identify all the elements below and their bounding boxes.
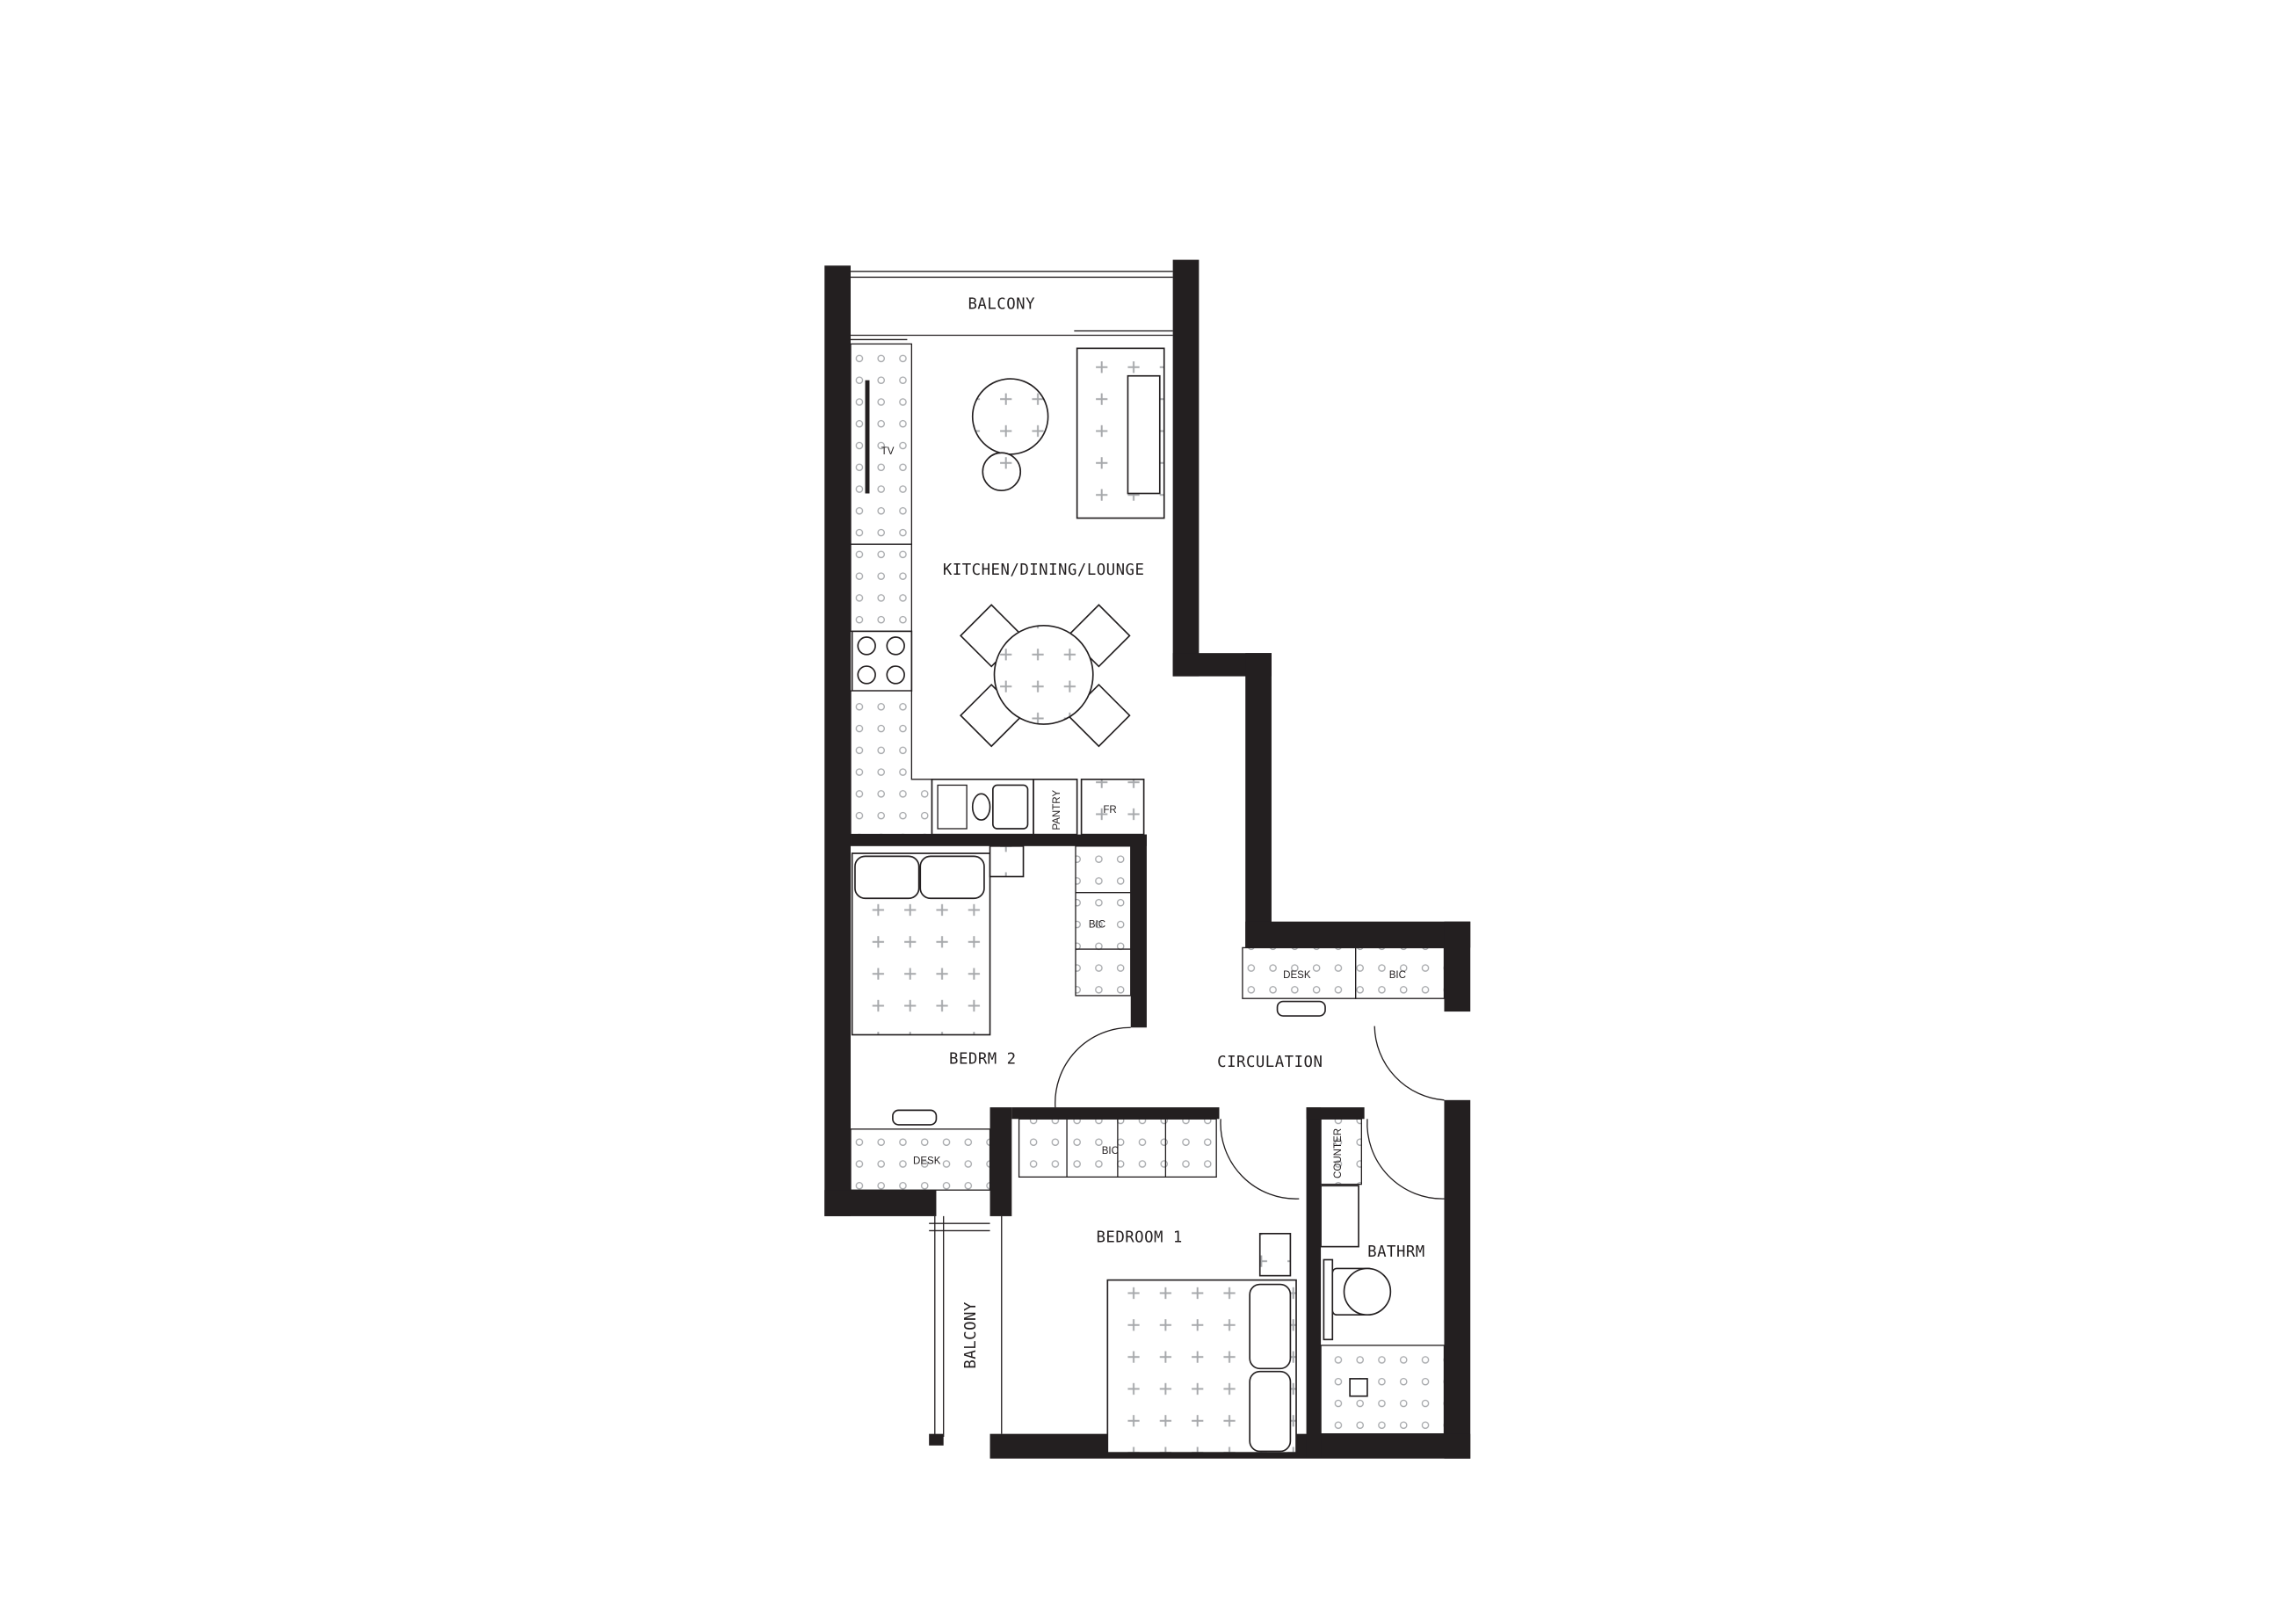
walls [824, 259, 1471, 1459]
bedroom-1: BIC BEDROOM 1 [1018, 1118, 1300, 1454]
desk-circulation-label: DESK [1283, 970, 1311, 981]
room-label-bathroom: BATHRM [1367, 1243, 1425, 1261]
bathroom: COUNTER BATHRM [1320, 1118, 1446, 1435]
kitchen-bench-corner [850, 690, 933, 836]
side-table-icon [982, 452, 1022, 492]
pantry [1033, 779, 1078, 836]
room-label-balcony-top: BALCONY [968, 296, 1036, 314]
room-label-bedroom-2: BEDRM 2 [949, 1051, 1017, 1069]
fridge-label: FR [1103, 805, 1116, 816]
desk-circulation [1242, 946, 1357, 999]
kitchen-dining-lounge: TV PANTRY FR KITCHEN/DINING/LOUNGE [850, 343, 1165, 836]
room-label-living: KITCHEN/DINING/LOUNGE [943, 562, 1145, 579]
desk-bedrm2 [850, 1128, 991, 1191]
tv-label: TV [881, 446, 895, 457]
pantry-label: PANTRY [1052, 790, 1062, 830]
entry-door-icon[interactable] [1374, 1026, 1445, 1101]
bic-bedrm2 [1075, 845, 1132, 997]
room-label-bedroom-1: BEDROOM 1 [1096, 1229, 1182, 1247]
dining-table-icon [960, 604, 1131, 748]
coffee-table-icon [971, 378, 1049, 455]
bic-bedroom1-label: BIC [1102, 1146, 1119, 1156]
counter-label: COUNTER [1333, 1128, 1344, 1178]
room-label-circulation: CIRCULATION [1217, 1054, 1323, 1071]
desk-bedrm2-label: DESK [913, 1156, 941, 1166]
door-bedrm2-icon[interactable] [1055, 1026, 1131, 1108]
chair-icon [892, 1109, 938, 1126]
bedside-table [989, 845, 1025, 878]
tv-icon [865, 380, 870, 494]
balcony-top: BALCONY [851, 271, 1173, 341]
tv-unit [850, 343, 913, 545]
basin-icon [1320, 1185, 1359, 1248]
counter [1320, 1118, 1362, 1185]
kitchen-bench [850, 543, 913, 633]
bedside-table [1258, 1232, 1292, 1277]
fridge [1080, 779, 1145, 836]
bic-circulation [1355, 946, 1446, 999]
toilet-icon [1343, 1267, 1392, 1316]
door-bedroom1-icon[interactable] [1220, 1119, 1300, 1200]
door-bathroom-icon[interactable] [1366, 1119, 1445, 1200]
balcony-bottom: BALCONY [929, 1215, 1003, 1437]
bedroom-2: BIC DESK BEDRM 2 [850, 845, 1132, 1191]
shower [1320, 1345, 1446, 1435]
bic-circulation-label: BIC [1389, 970, 1406, 981]
room-label-balcony-bottom: BALCONY [962, 1301, 980, 1369]
chair-icon [1276, 1000, 1326, 1017]
circulation: DESK BIC CIRCULATION [1217, 946, 1446, 1101]
bic-bedrm2-label: BIC [1089, 919, 1105, 930]
toilet-cistern [1323, 1258, 1334, 1341]
